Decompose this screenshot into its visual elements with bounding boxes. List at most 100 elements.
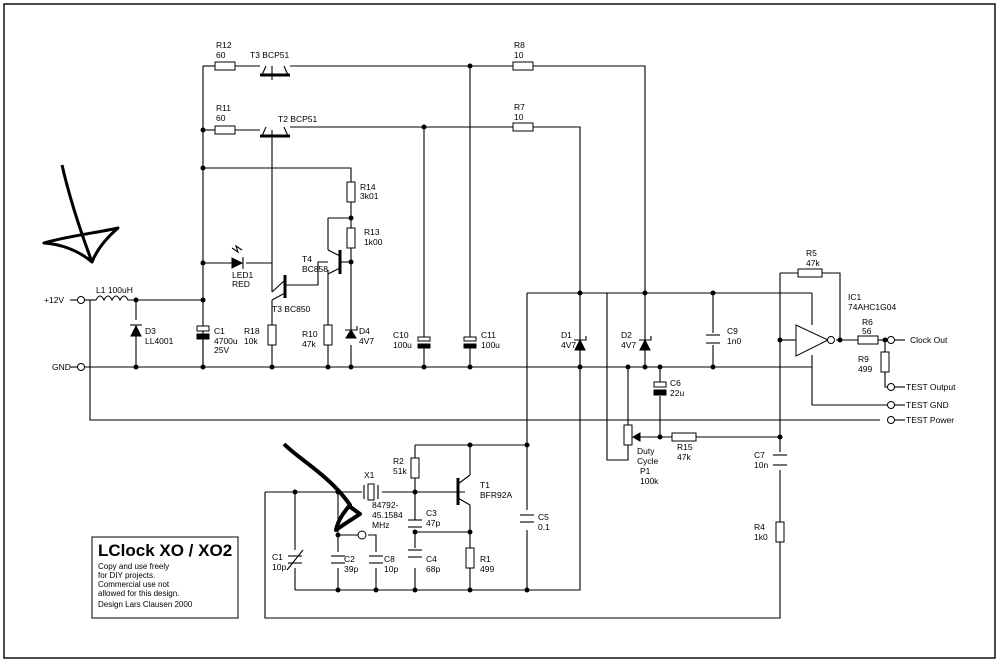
svg-text:C4: C4 bbox=[426, 554, 437, 564]
terminal-clock-out bbox=[887, 336, 895, 344]
svg-text:D2: D2 bbox=[621, 330, 632, 340]
junction-dots bbox=[133, 63, 888, 593]
note-line-5: Design Lars Clausen 2000 bbox=[98, 600, 193, 609]
r8-resistor bbox=[512, 61, 534, 71]
component-labels: R12 60 R11 60 R8 10 R7 10 T3 BCP51 T2 BC… bbox=[96, 40, 896, 574]
svg-text:RED: RED bbox=[232, 279, 250, 289]
svg-text:C6: C6 bbox=[670, 378, 681, 388]
terminal-gnd bbox=[77, 363, 85, 371]
svg-text:C7: C7 bbox=[754, 450, 765, 460]
terminal-test-power bbox=[887, 416, 895, 424]
r2-resistor bbox=[410, 457, 420, 479]
hand-drawn-arrow-icon-2 bbox=[282, 442, 362, 532]
svg-text:4V7: 4V7 bbox=[561, 340, 576, 350]
note-line-3: Commercial use not bbox=[98, 580, 170, 589]
d2-zener-diode bbox=[639, 338, 651, 351]
r10-resistor bbox=[323, 324, 333, 346]
drawing-title: LClock XO / XO2 bbox=[98, 541, 232, 560]
svg-text:R1: R1 bbox=[480, 554, 491, 564]
note-line-2: for DIY projects. bbox=[98, 571, 155, 580]
port-test-gnd-label: TEST GND bbox=[906, 400, 949, 410]
svg-text:100u: 100u bbox=[481, 340, 500, 350]
svg-text:C3: C3 bbox=[426, 508, 437, 518]
svg-text:10n: 10n bbox=[754, 460, 768, 470]
svg-text:C8: C8 bbox=[384, 554, 395, 564]
svg-text:L1 100uH: L1 100uH bbox=[96, 285, 133, 295]
svg-text:P1: P1 bbox=[640, 466, 651, 476]
ic1-inverter bbox=[780, 324, 835, 357]
r11-resistor bbox=[214, 125, 236, 135]
svg-text:47k: 47k bbox=[677, 452, 691, 462]
r18-resistor bbox=[267, 324, 277, 346]
svg-text:47p: 47p bbox=[426, 518, 440, 528]
port-test-output-label: TEST Output bbox=[906, 382, 956, 392]
port-test-power-label: TEST Power bbox=[906, 415, 954, 425]
title-box bbox=[91, 536, 239, 619]
svg-text:499: 499 bbox=[480, 564, 494, 574]
svg-text:Cycle: Cycle bbox=[637, 456, 659, 466]
r15-resistor bbox=[671, 432, 697, 442]
r5-resistor bbox=[797, 268, 823, 278]
trim-link bbox=[357, 530, 367, 540]
svg-text:C2: C2 bbox=[344, 554, 355, 564]
svg-text:C9: C9 bbox=[727, 326, 738, 336]
c6-capacitor bbox=[653, 381, 667, 396]
c3-capacitor bbox=[408, 519, 422, 528]
svg-text:BC858: BC858 bbox=[302, 264, 328, 274]
l1-inductor bbox=[95, 295, 132, 302]
svg-text:47k: 47k bbox=[302, 339, 316, 349]
r9-resistor bbox=[880, 351, 890, 373]
port-labels: +12V GND Clock Out TEST Output TEST GND … bbox=[44, 295, 956, 425]
r4-resistor bbox=[775, 521, 785, 543]
svg-text:C10: C10 bbox=[393, 330, 409, 340]
svg-text:R2: R2 bbox=[393, 456, 404, 466]
svg-text:C11: C11 bbox=[481, 330, 496, 340]
terminal-12v bbox=[77, 296, 85, 304]
svg-text:25V: 25V bbox=[214, 345, 229, 355]
svg-text:22u: 22u bbox=[670, 388, 684, 398]
svg-text:R8: R8 bbox=[514, 40, 525, 50]
svg-text:D3: D3 bbox=[145, 326, 156, 336]
title-block: LClock XO / XO2 Copy and use freely for … bbox=[91, 536, 239, 619]
svg-text:R11: R11 bbox=[216, 103, 231, 113]
svg-text:10p: 10p bbox=[272, 562, 286, 572]
svg-text:10: 10 bbox=[514, 50, 524, 60]
svg-text:84792-: 84792- bbox=[372, 500, 399, 510]
svg-text:74AHC1G04: 74AHC1G04 bbox=[848, 302, 896, 312]
svg-text:39p: 39p bbox=[344, 564, 358, 574]
svg-text:51k: 51k bbox=[393, 466, 407, 476]
r14-resistor bbox=[346, 181, 356, 203]
svg-text:T3 BCP51: T3 BCP51 bbox=[250, 50, 289, 60]
svg-text:45.1584: 45.1584 bbox=[372, 510, 403, 520]
svg-text:10k: 10k bbox=[244, 336, 258, 346]
d3-diode bbox=[130, 324, 142, 337]
terminal-test-output bbox=[887, 383, 895, 391]
c4-capacitor bbox=[408, 549, 422, 558]
svg-text:4V7: 4V7 bbox=[359, 336, 374, 346]
svg-text:60: 60 bbox=[216, 50, 226, 60]
svg-text:60: 60 bbox=[216, 113, 226, 123]
c9-capacitor bbox=[706, 334, 720, 344]
svg-text:1k00: 1k00 bbox=[364, 237, 383, 247]
svg-text:C1: C1 bbox=[272, 552, 283, 562]
svg-text:100k: 100k bbox=[640, 476, 659, 486]
port-clock-out-label: Clock Out bbox=[910, 335, 948, 345]
svg-text:10p: 10p bbox=[384, 564, 398, 574]
svg-text:MHz: MHz bbox=[372, 520, 389, 530]
note-line-1: Copy and use freely bbox=[98, 562, 169, 571]
svg-text:R10: R10 bbox=[302, 329, 318, 339]
svg-text:56: 56 bbox=[862, 326, 872, 336]
c1-capacitor bbox=[196, 325, 210, 340]
svg-text:4V7: 4V7 bbox=[621, 340, 636, 350]
svg-text:Duty: Duty bbox=[637, 446, 655, 456]
svg-text:47k: 47k bbox=[806, 258, 820, 268]
svg-text:100u: 100u bbox=[393, 340, 412, 350]
svg-text:LED1: LED1 bbox=[232, 270, 254, 280]
terminal-test-gnd bbox=[887, 401, 895, 409]
svg-text:0.1: 0.1 bbox=[538, 522, 550, 532]
svg-text:R6: R6 bbox=[862, 317, 873, 327]
svg-text:D4: D4 bbox=[359, 326, 370, 336]
svg-text:X1: X1 bbox=[364, 470, 375, 480]
r7-resistor bbox=[512, 122, 534, 132]
